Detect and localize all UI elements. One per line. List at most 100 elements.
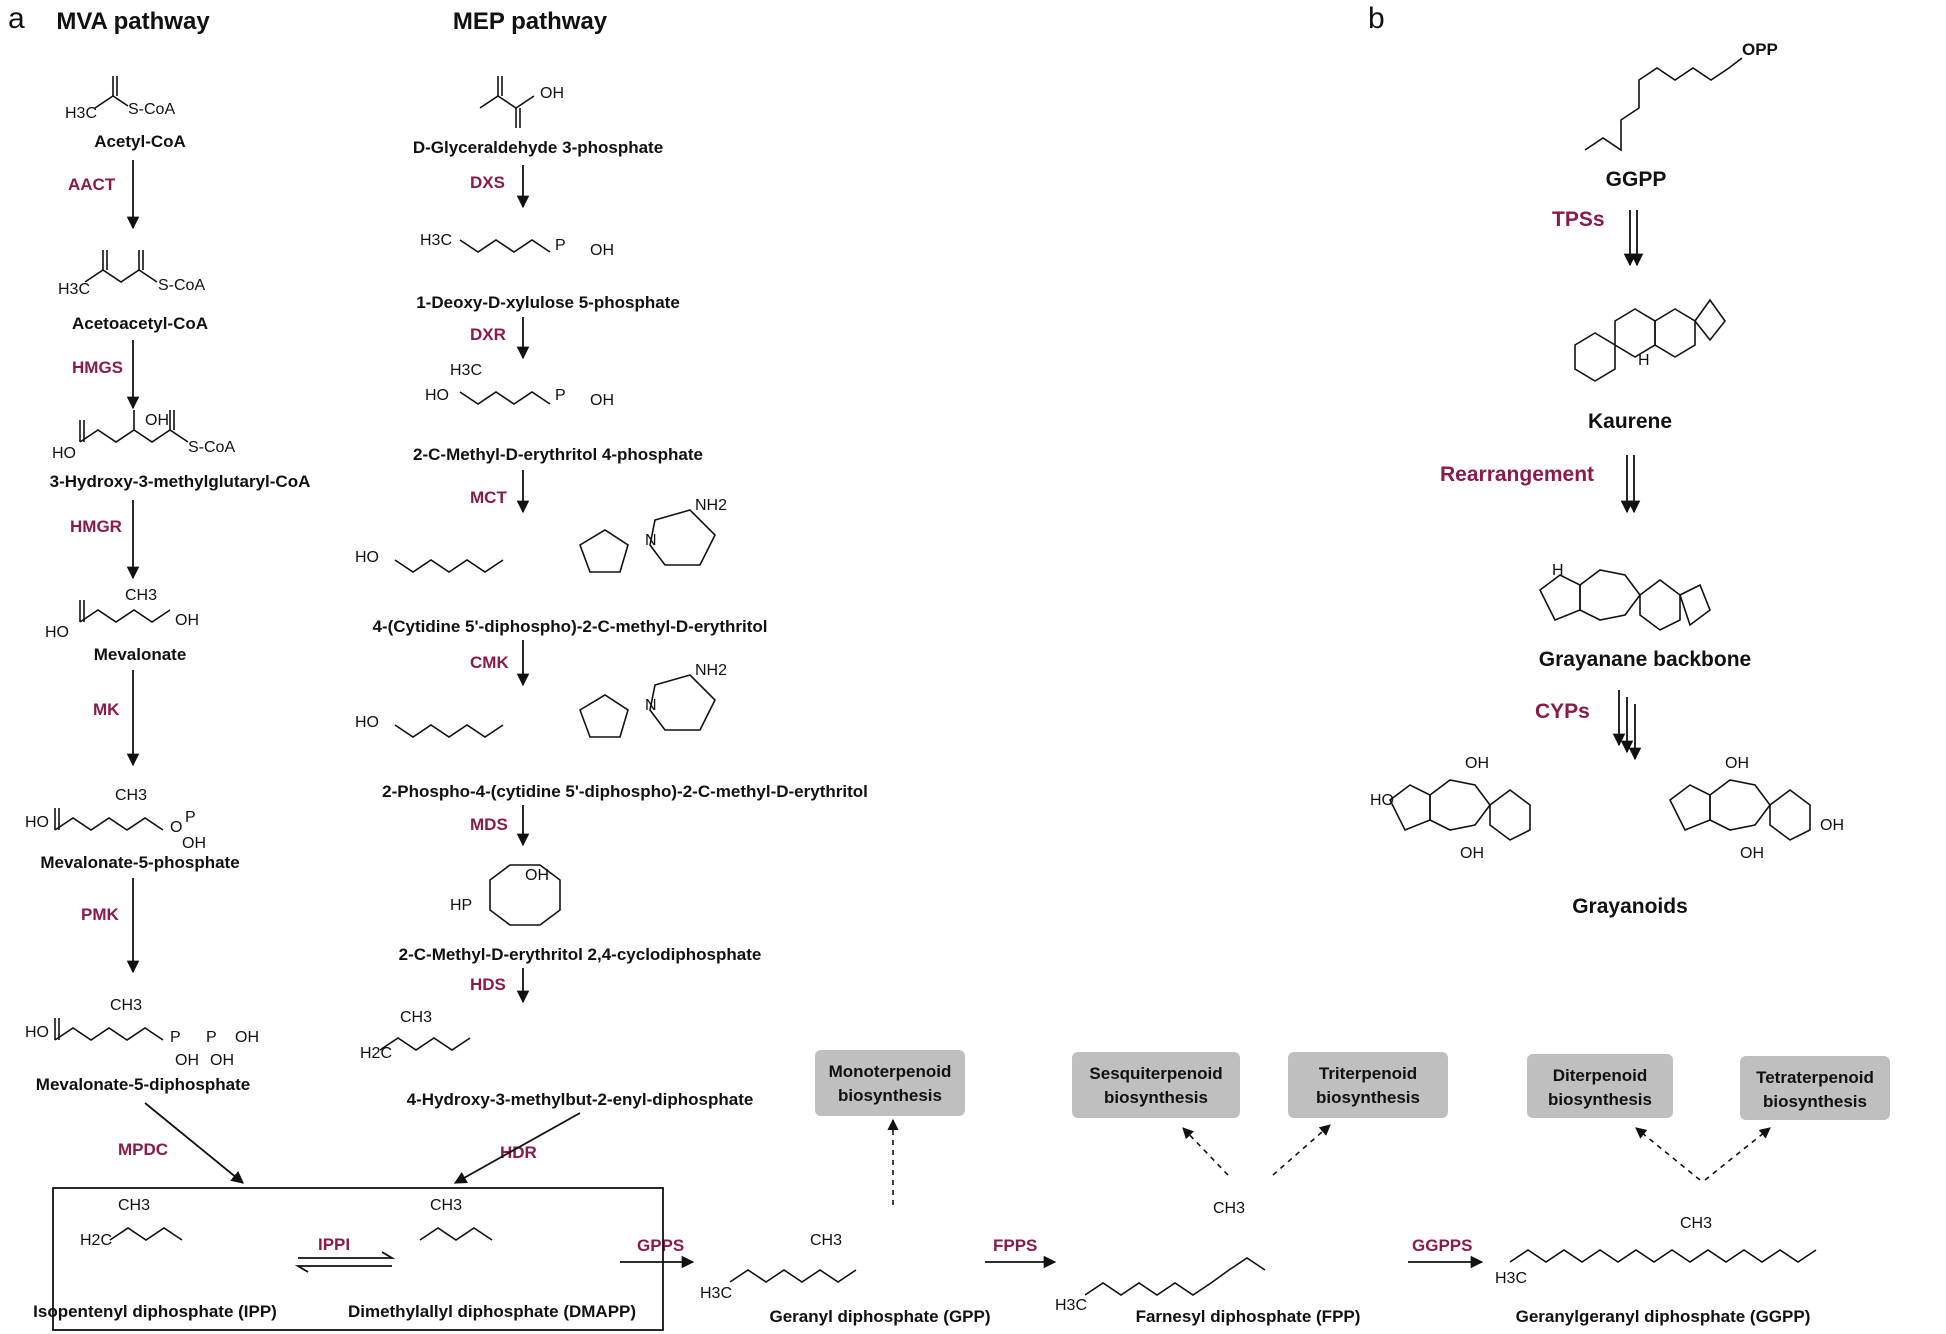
atom-ho-5: HO	[425, 387, 449, 404]
atom-ho-1: HO	[52, 445, 76, 462]
enzyme-cmk: CMK	[470, 653, 509, 672]
enzyme-fpps: FPPS	[993, 1236, 1038, 1255]
atom-h-2: H	[1552, 562, 1564, 579]
enzyme-mds: MDS	[470, 815, 508, 834]
arrow-mpdc	[144, 1102, 244, 1184]
compound-ipp: Isopentenyl diphosphate (IPP)	[33, 1302, 277, 1321]
atom-oh-10: OH	[525, 867, 549, 884]
dashed-arrow-tri	[1272, 1124, 1331, 1176]
atom-ho-3: HO	[25, 814, 49, 831]
atom-oh-11: OH	[1465, 755, 1489, 772]
atom-n-1: N	[645, 532, 657, 549]
compound-mevalonate: Mevalonate	[93, 645, 187, 664]
struct-mep	[459, 391, 551, 405]
compound-cdp-mep: 2-Phospho-4-(cytidine 5'-diphospho)-2-C-…	[382, 782, 868, 801]
atom-oh-12: OH	[1460, 845, 1484, 862]
atom-hp-1: HP	[450, 897, 472, 914]
atom-ho-7: HO	[355, 714, 379, 731]
enzyme-hmgr: HMGR	[70, 517, 122, 536]
enzyme-hdr: HDR	[500, 1143, 537, 1162]
atom-ho-4: HO	[25, 1024, 49, 1041]
atom-oh-6: OH	[210, 1052, 234, 1069]
enzyme-cyps: CYPs	[1535, 700, 1590, 723]
enzyme-ippi: IPPI	[318, 1235, 351, 1254]
struct-acetyl-coa	[94, 95, 129, 109]
enzyme-mk: MK	[93, 700, 120, 719]
compound-ggpp: Geranylgeranyl diphosphate (GGPP)	[1515, 1307, 1811, 1326]
atom-p-2: P	[170, 1029, 181, 1046]
struct-mvpp	[54, 1027, 164, 1041]
atom-oh-14: OH	[1740, 845, 1764, 862]
struct-ggpp	[1509, 1249, 1817, 1263]
atom-n-2: N	[645, 697, 657, 714]
atom-ch3-3: CH3	[110, 997, 142, 1014]
struct-cdp-me	[394, 559, 504, 573]
struct-grayanane-ring-a	[1538, 574, 1581, 622]
enzyme-gpps: GPPS	[637, 1236, 685, 1255]
dashed-arrow-di	[1635, 1127, 1701, 1181]
enzyme-dxs: DXS	[470, 173, 505, 192]
atom-scoa-2: S-CoA	[158, 277, 205, 294]
struct-grayanane-ring-b	[1579, 569, 1641, 621]
arrow-hdr	[453, 1112, 581, 1184]
compound-mecpp: 2-C-Methyl-D-erythritol 2,4-cyclodiphosp…	[398, 945, 762, 964]
struct-mevalonate	[79, 609, 171, 623]
atom-nh2-2: NH2	[695, 662, 727, 679]
compound-dxp: 1-Deoxy-D-xylulose 5-phosphate	[416, 293, 680, 312]
atom-oh-5: OH	[175, 1052, 199, 1069]
atom-h3c-6: H3C	[1055, 1297, 1087, 1314]
struct-cytosine-1	[649, 509, 716, 566]
struct-grayanoid-1-ring-a	[1388, 784, 1431, 832]
atom-ch3-1: CH3	[125, 587, 157, 604]
compound-fpp: Farnesyl diphosphate (FPP)	[1135, 1307, 1361, 1326]
compound-gpp: Geranyl diphosphate (GPP)	[769, 1307, 991, 1326]
atom-ho-6: HO	[355, 549, 379, 566]
struct-ribose-2	[579, 694, 629, 738]
atom-scoa-3: S-CoA	[188, 439, 235, 456]
enzyme-pmk: PMK	[81, 905, 119, 924]
atom-h3c-7: H3C	[1495, 1270, 1527, 1287]
compound-kaurene: Kaurene	[1587, 410, 1673, 433]
compound-dmapp: Dimethylallyl diphosphate (DMAPP)	[347, 1302, 637, 1321]
struct-dmapp	[419, 1227, 493, 1241]
struct-kaurene-ring-d	[1693, 298, 1727, 342]
enzyme-dxr: DXR	[470, 325, 506, 344]
atom-oh-13: OH	[1725, 755, 1749, 772]
enzyme-tpss: TPSs	[1552, 208, 1605, 231]
atom-oh-3: OH	[182, 835, 206, 852]
atom-ch3-6: CH3	[430, 1197, 462, 1214]
atom-h3c-5: H3C	[700, 1285, 732, 1302]
compound-g3p: D-Glyceraldehyde 3-phosphate	[412, 138, 664, 157]
struct-gpp	[729, 1269, 857, 1283]
atom-h-1: H	[1638, 352, 1650, 369]
compound-grayanane: Grayanane backbone	[1538, 648, 1752, 671]
struct-grayanoid-1-ring-c	[1489, 789, 1531, 841]
enzyme-hmgs: HMGS	[72, 358, 123, 377]
struct-ggpp-b	[1584, 57, 1743, 152]
struct-ribose-1	[579, 529, 629, 573]
atom-ho-8: HO	[1370, 792, 1394, 809]
ipp-dmapp-box	[52, 1187, 664, 1331]
atom-p-5: P	[555, 387, 566, 404]
enzyme-ggpps: GGPPS	[1412, 1236, 1473, 1255]
compound-mevalonate-5-diphosphate: Mevalonate-5-diphosphate	[35, 1075, 251, 1094]
atom-h3c-2: H3C	[58, 281, 90, 298]
atom-ch3-8: CH3	[1213, 1200, 1245, 1217]
struct-g3p	[479, 95, 535, 109]
compound-mevalonate-5-phosphate: Mevalonate-5-phosphate	[40, 853, 240, 872]
atom-oh-8: OH	[590, 242, 614, 259]
dashed-arrow-tetra	[1704, 1127, 1771, 1181]
struct-acetoacetyl-coa	[84, 269, 158, 283]
atom-h2c-2: H2C	[80, 1232, 112, 1249]
atom-scoa-1: S-CoA	[128, 101, 175, 118]
struct-mecpp	[489, 864, 561, 926]
struct-grayanane-ring-c	[1639, 579, 1681, 631]
arrow-ippi-forward	[298, 1251, 396, 1259]
struct-grayanoid-2-ring-c	[1769, 789, 1811, 841]
atom-ch3-7: CH3	[810, 1232, 842, 1249]
atom-ch3-4: CH3	[400, 1009, 432, 1026]
